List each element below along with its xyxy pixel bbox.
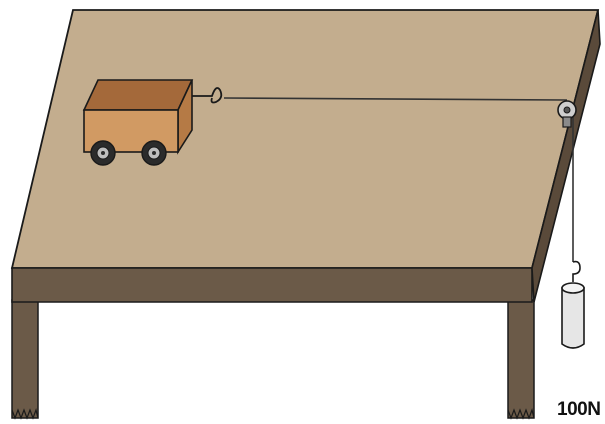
weight-body — [561, 287, 585, 349]
table-leg-left-base — [11, 407, 39, 420]
string-horizontal — [223, 97, 568, 101]
table-legs — [11, 299, 535, 420]
pulley — [557, 100, 577, 128]
weight — [561, 260, 585, 349]
cart-wheel-left — [90, 140, 116, 166]
cart — [82, 79, 223, 166]
cart-wheel-right — [141, 140, 167, 166]
cart-hook — [192, 87, 223, 104]
weight-hook — [572, 260, 581, 282]
table-leg-left — [11, 299, 39, 419]
table-edge-right — [531, 9, 601, 303]
cart-inside — [82, 79, 194, 111]
table-leg-right-base — [507, 407, 535, 420]
table-leg-right — [507, 299, 535, 419]
weight-top — [561, 282, 585, 294]
table-edge-front — [11, 267, 533, 303]
weight-label: 100N — [557, 399, 601, 420]
